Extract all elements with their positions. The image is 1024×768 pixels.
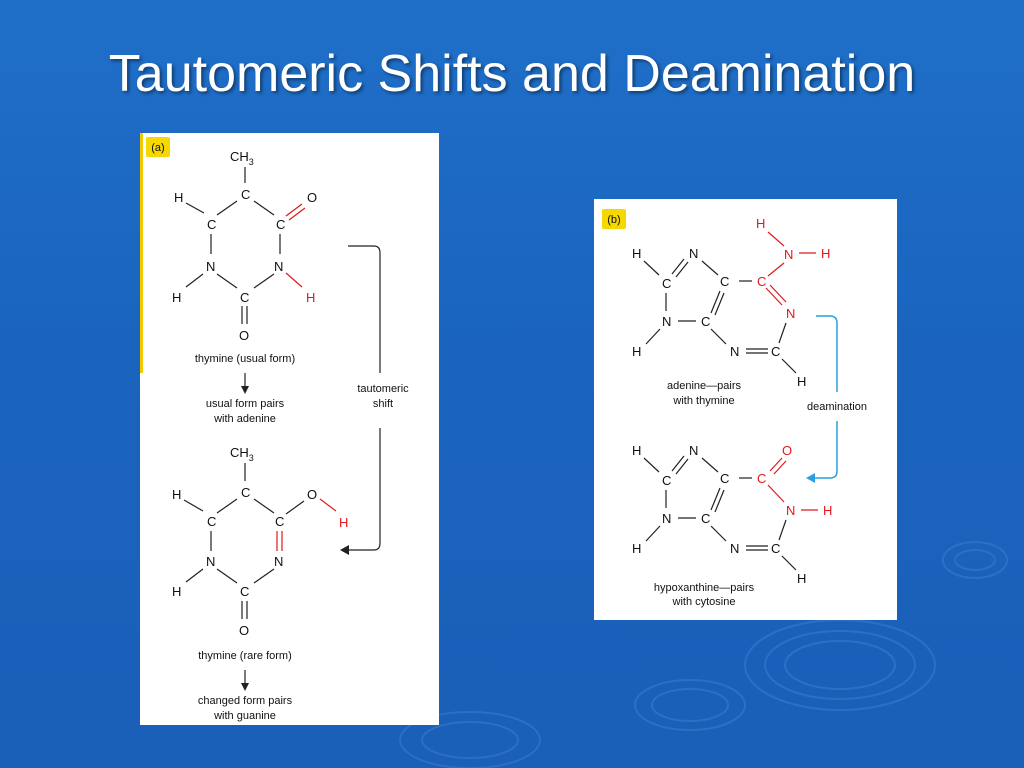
caption-thymine-rare: thymine (rare form) [198, 650, 292, 662]
caption-hypoxanthine-2: with cytosine [672, 596, 736, 608]
ade-atom-n7: N [689, 246, 698, 261]
caption-adenine-2: with thymine [672, 395, 734, 407]
caption-shift-2: shift [373, 398, 393, 410]
hypo-atom-h2: H [797, 571, 806, 586]
ade-atom-c8: C [662, 276, 671, 291]
hypo-atom-c5: C [720, 471, 729, 486]
caption-changed-pairs-1: changed form pairs [198, 695, 293, 707]
atom-n3: N [274, 259, 283, 274]
atom-h1: H [172, 290, 181, 305]
ade-atom-h9: H [632, 344, 641, 359]
rare-atom-c5: C [241, 485, 250, 500]
atom-c2: C [240, 290, 249, 305]
panel-b-deamination: (b) H N H C C N H C N H C [594, 199, 897, 620]
hypo-atom-c2: C [771, 541, 780, 556]
shift-bracket-top [348, 245, 381, 373]
panel-a-edge-accent [140, 133, 143, 373]
panel-a-thymine: (a) CH3 C H C C O N N H H C [140, 133, 439, 725]
panel-a-diagram: (a) CH3 C H C C O N N H H C [146, 137, 409, 722]
caption-usual-pairs-1: usual form pairs [206, 398, 285, 410]
atom-c6: C [207, 217, 216, 232]
caption-shift-1: tautomeric [357, 383, 409, 395]
ade-atom-c2: C [771, 344, 780, 359]
methyl-group: CH3 [230, 149, 254, 167]
atom-c4: C [276, 217, 285, 232]
hypo-atom-n3: N [730, 541, 739, 556]
panel-b-diagram: (b) H N H C C N H C N H C [602, 209, 867, 608]
ade-atom-h8: H [632, 246, 641, 261]
deamination-arrowhead [806, 473, 815, 483]
caption-hypoxanthine-1: hypoxanthine—pairs [654, 582, 755, 594]
amino-h-top: H [756, 216, 765, 231]
rare-atom-h1: H [172, 584, 181, 599]
atom-o4: O [307, 190, 317, 205]
amino-n: N [784, 247, 793, 262]
ade-atom-n3: N [730, 344, 739, 359]
ade-atom-h2: H [797, 374, 806, 389]
caption-adenine-1: adenine—pairs [667, 380, 741, 392]
deamination-arrow-top [816, 315, 838, 392]
hypo-atom-h1: H [823, 503, 832, 518]
rare-atom-n1: N [206, 554, 215, 569]
rare-atom-c6: C [207, 514, 216, 529]
panel-a-badge-bg [146, 137, 170, 157]
hypo-atom-h8: H [632, 443, 641, 458]
atom-h6: H [174, 190, 183, 205]
rare-atom-o2: O [239, 623, 249, 638]
slide-title: Tautomeric Shifts and Deamination [108, 45, 916, 103]
rare-atom-h-enol: H [339, 515, 348, 530]
rare-atom-c2: C [240, 584, 249, 599]
rare-atom-h6: H [172, 487, 181, 502]
hypo-atom-c6: C [757, 471, 766, 486]
ade-atom-c5: C [720, 274, 729, 289]
amino-h-right: H [821, 246, 830, 261]
hypo-atom-o6: O [782, 443, 792, 458]
panel-a-badge: (a) [151, 142, 164, 154]
adenine-structure: H N H C C N H C N H C [632, 216, 830, 389]
hypo-atom-c4: C [701, 511, 710, 526]
hypo-atom-h9: H [632, 541, 641, 556]
shift-bracket-bottom [348, 428, 381, 551]
hypo-atom-c8: C [662, 473, 671, 488]
ade-atom-n1: N [786, 306, 795, 321]
shift-arrowhead [340, 545, 349, 555]
hypo-atom-n7: N [689, 443, 698, 458]
ade-atom-c6: C [757, 274, 766, 289]
atom-c5: C [241, 187, 250, 202]
deamination-arrow-bottom [814, 421, 838, 479]
atom-n1: N [206, 259, 215, 274]
caption-changed-pairs-2: with guanine [213, 710, 276, 722]
ade-atom-c4: C [701, 314, 710, 329]
hypo-atom-n9: N [662, 511, 671, 526]
panel-b-badge-bg [602, 209, 626, 229]
hypo-atom-n1: N [786, 503, 795, 518]
caption-usual-pairs-2: with adenine [213, 413, 276, 425]
caption-deamination: deamination [807, 401, 867, 413]
caption-thymine-usual: thymine (usual form) [195, 353, 295, 365]
rare-atom-n3: N [274, 554, 283, 569]
rare-methyl-group: CH3 [230, 445, 254, 463]
rare-atom-c4: C [275, 514, 284, 529]
ade-atom-n9: N [662, 314, 671, 329]
rare-atom-o4: O [307, 487, 317, 502]
atom-h3: H [306, 290, 315, 305]
hypoxanthine-structure: O C C N H C N H C N H N [632, 443, 832, 586]
thymine-usual-structure: CH3 C H C C O N N H H C O [172, 149, 317, 343]
atom-o2: O [239, 328, 249, 343]
thymine-rare-structure: CH3 C H C C O H N N H C O [172, 445, 348, 638]
panel-b-badge: (b) [607, 214, 620, 226]
